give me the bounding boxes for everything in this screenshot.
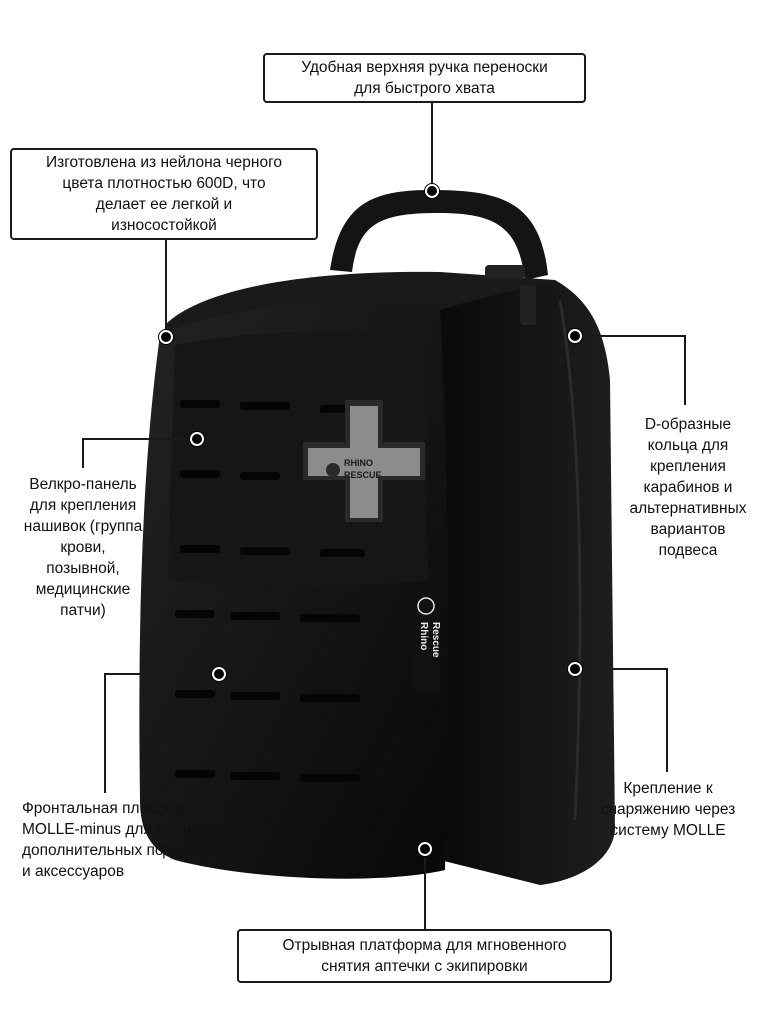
- medical-cross-patch: RHINO RESCUE: [303, 400, 425, 522]
- molle-front-connector-v: [104, 673, 106, 793]
- material-callout: Изготовлена из нейлона черного цвета пло…: [10, 148, 318, 240]
- d-rings-connector-h: [575, 335, 685, 337]
- zipper-pull: [485, 265, 525, 279]
- label-brand-line-1: Rhino: [418, 622, 429, 650]
- molle-front-connector-h: [104, 673, 216, 675]
- molle-front-marker: [212, 667, 226, 681]
- molle-attach-callout: Крепление к снаряжению через систему MOL…: [600, 780, 736, 839]
- velcro-panel-shape: [168, 331, 428, 588]
- d-rings-callout: D-образные кольца для крепления карабино…: [629, 416, 747, 559]
- molle-attach-connector-h: [575, 668, 667, 670]
- velcro-callout: Велкро-панель для крепления нашивок (гру…: [23, 476, 143, 619]
- handle-marker: [425, 184, 439, 198]
- velcro-connector-h: [82, 438, 197, 440]
- platform-callout: Отрывная платформа для мгновенного сняти…: [237, 929, 612, 983]
- brand-label: Rhino Rescue: [412, 590, 441, 690]
- molle-front-callout: Фронтальная площадка MOLLE-minus для уст…: [22, 800, 228, 880]
- molle-attach-connector-v: [666, 668, 668, 772]
- velcro-marker: [190, 432, 204, 446]
- material-connector: [165, 238, 167, 330]
- handle-connector: [431, 101, 433, 189]
- label-brand-line-2: Rescue: [430, 622, 441, 658]
- d-rings-connector-v: [684, 335, 686, 405]
- molle-attach-marker: [568, 662, 582, 676]
- velcro-connector-v: [82, 438, 84, 468]
- carry-handle: [330, 190, 548, 280]
- patch-brand-line-2: RESCUE: [344, 470, 382, 480]
- zipper-pull: [520, 285, 536, 325]
- handle-callout: Удобная верхняя ручка переноски для быст…: [263, 53, 586, 103]
- side-panel: [440, 280, 615, 885]
- d-rings-marker: [568, 329, 582, 343]
- platform-connector: [424, 848, 426, 930]
- material-marker: [159, 330, 173, 344]
- molle-slots: [175, 400, 365, 782]
- platform-marker: [418, 842, 432, 856]
- side-zipper: [558, 299, 582, 821]
- patch-brand-line-1: RHINO: [344, 458, 373, 468]
